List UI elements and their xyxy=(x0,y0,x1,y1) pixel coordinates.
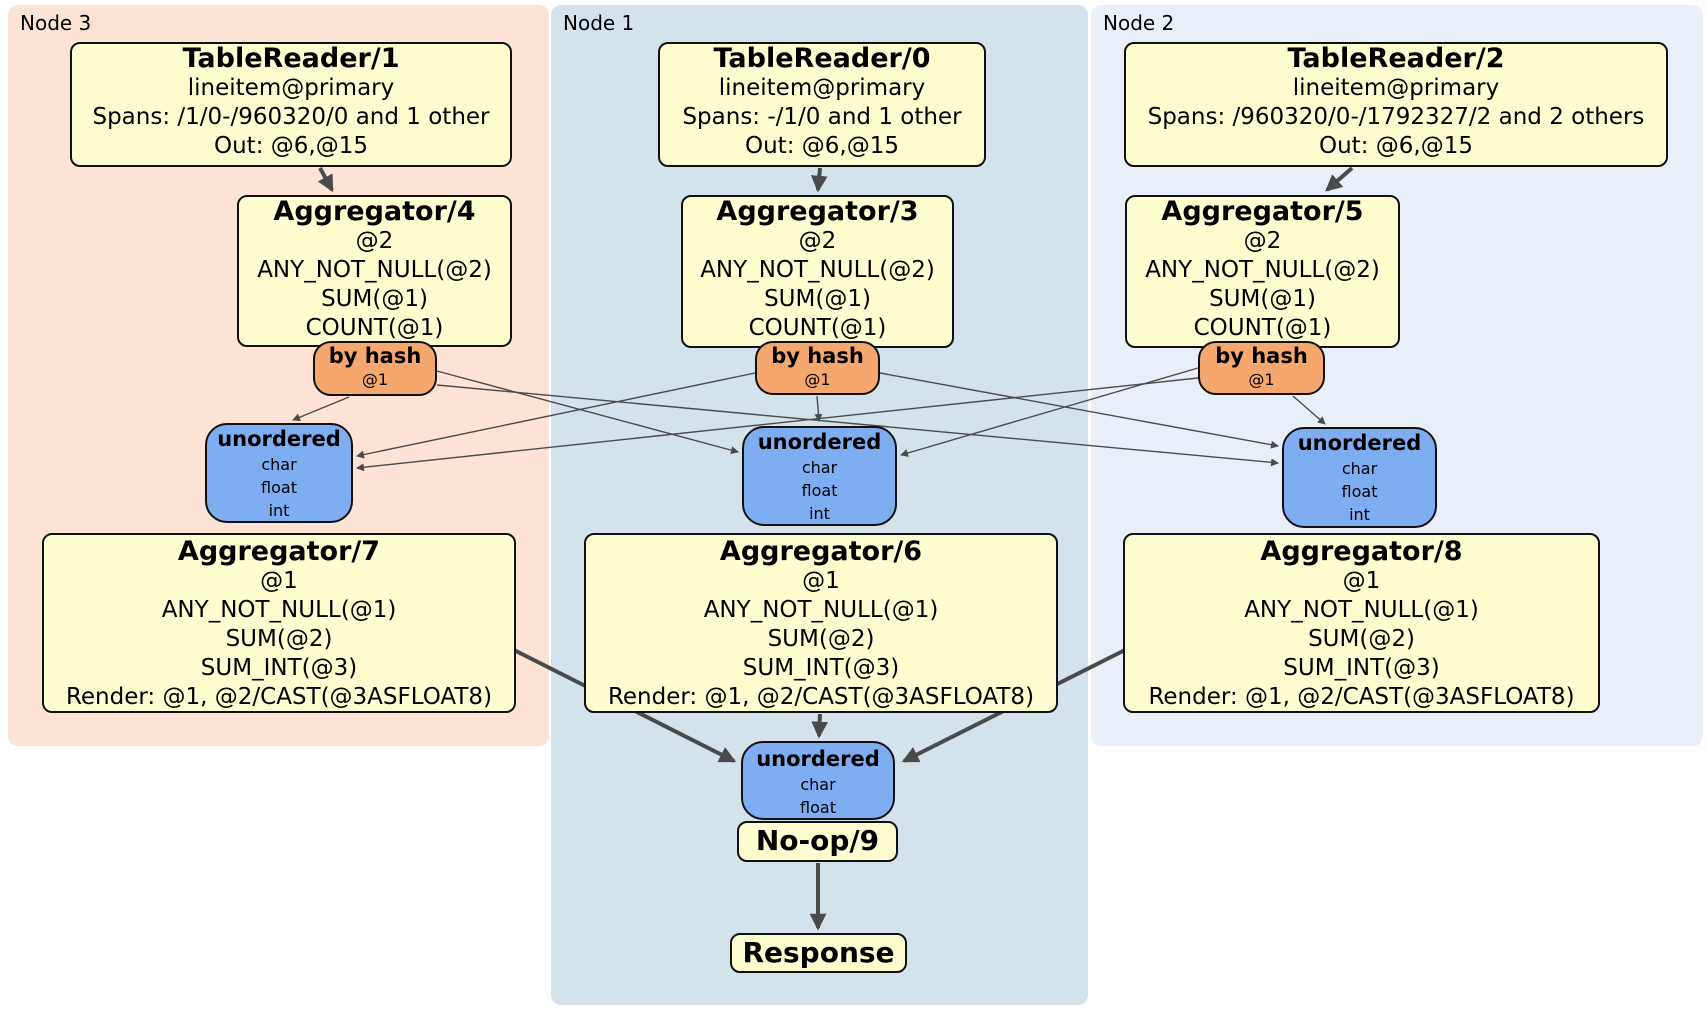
aggregator-7-title: Aggregator/7 xyxy=(177,536,381,567)
tablereader-1-title: TableReader/1 xyxy=(182,43,400,74)
tablereader-2-title: TableReader/2 xyxy=(1287,43,1505,74)
response-title: Response xyxy=(742,936,895,969)
aggregator-5-title: Aggregator/5 xyxy=(1161,196,1364,227)
response-box: Response xyxy=(730,933,907,973)
hash-router-node1: by hash @1 xyxy=(755,341,880,395)
node2-label: Node 2 xyxy=(1103,11,1175,35)
aggregator-6-title: Aggregator/6 xyxy=(719,536,923,567)
node1-label: Node 1 xyxy=(563,11,635,35)
aggregator-4-title: Aggregator/4 xyxy=(273,196,476,227)
noop-box: No-op/9 xyxy=(737,821,898,862)
noop-title: No-op/9 xyxy=(755,824,880,857)
tablereader-0-title: TableReader/0 xyxy=(713,43,931,74)
hash-router-node3: by hash @1 xyxy=(313,341,437,396)
node3-label: Node 3 xyxy=(20,11,92,35)
hash-router-node2: by hash @1 xyxy=(1198,341,1325,395)
aggregator-8-title: Aggregator/8 xyxy=(1260,536,1463,567)
aggregator-3-title: Aggregator/3 xyxy=(716,196,919,227)
